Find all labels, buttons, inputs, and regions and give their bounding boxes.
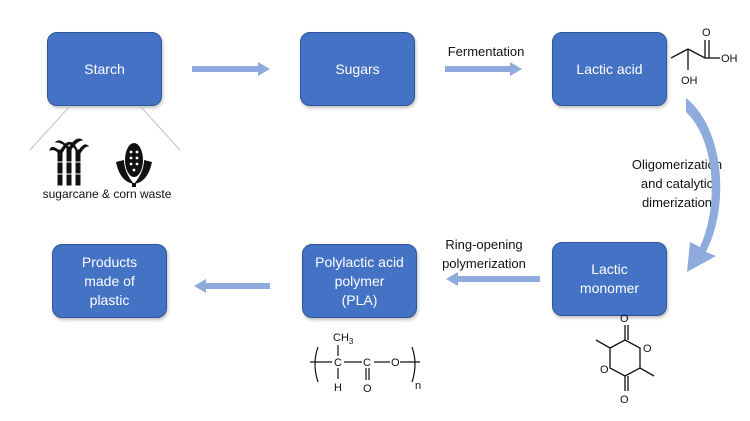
lactic-acid-box: Lactic acid xyxy=(552,32,667,106)
lactic-oh-label: OH xyxy=(721,53,738,65)
pla-ch3-label: CH3 xyxy=(333,332,354,346)
products-box: Products made of plastic xyxy=(52,244,167,318)
starch-box: Starch xyxy=(47,32,162,106)
arrow-starch-sugars xyxy=(192,62,270,76)
sugars-box: Sugars xyxy=(300,32,415,106)
ring-opening-label: Ring-opening polymerization xyxy=(442,237,526,271)
lactide-o-left: O xyxy=(600,364,609,376)
lactic-o-label: O xyxy=(702,27,711,39)
fermentation-label: Fermentation xyxy=(447,44,525,59)
starch-line-right xyxy=(139,105,181,151)
lactide-o-top: O xyxy=(620,313,629,325)
pla-o-label: O xyxy=(391,357,400,369)
pla-n-label: n xyxy=(415,380,421,392)
starch-line-left xyxy=(29,105,71,151)
lactide-o-bottom: O xyxy=(620,394,629,406)
arrow-monomer-pla xyxy=(446,272,540,286)
lactic-monomer-box: Lactic monomer xyxy=(552,242,667,316)
pla-o2-label: O xyxy=(363,383,372,395)
arrow-pla-products xyxy=(194,279,270,293)
oligomerization-label: Oligomerization and catalytic dimerizati… xyxy=(631,157,723,210)
arrow-curved-dimerization xyxy=(686,98,721,272)
pla-h-label: H xyxy=(334,382,342,394)
source-label: sugarcane & corn waste xyxy=(42,187,172,201)
arrow-sugars-lactic xyxy=(445,62,522,76)
pla-c1-label: C xyxy=(334,357,342,369)
pla-c2-label: C xyxy=(363,357,371,369)
pla-box: Polylactic acid polymer (PLA) xyxy=(302,244,417,318)
lactic-oh2-label: OH xyxy=(681,75,698,87)
lactide-o-right: O xyxy=(643,343,652,355)
